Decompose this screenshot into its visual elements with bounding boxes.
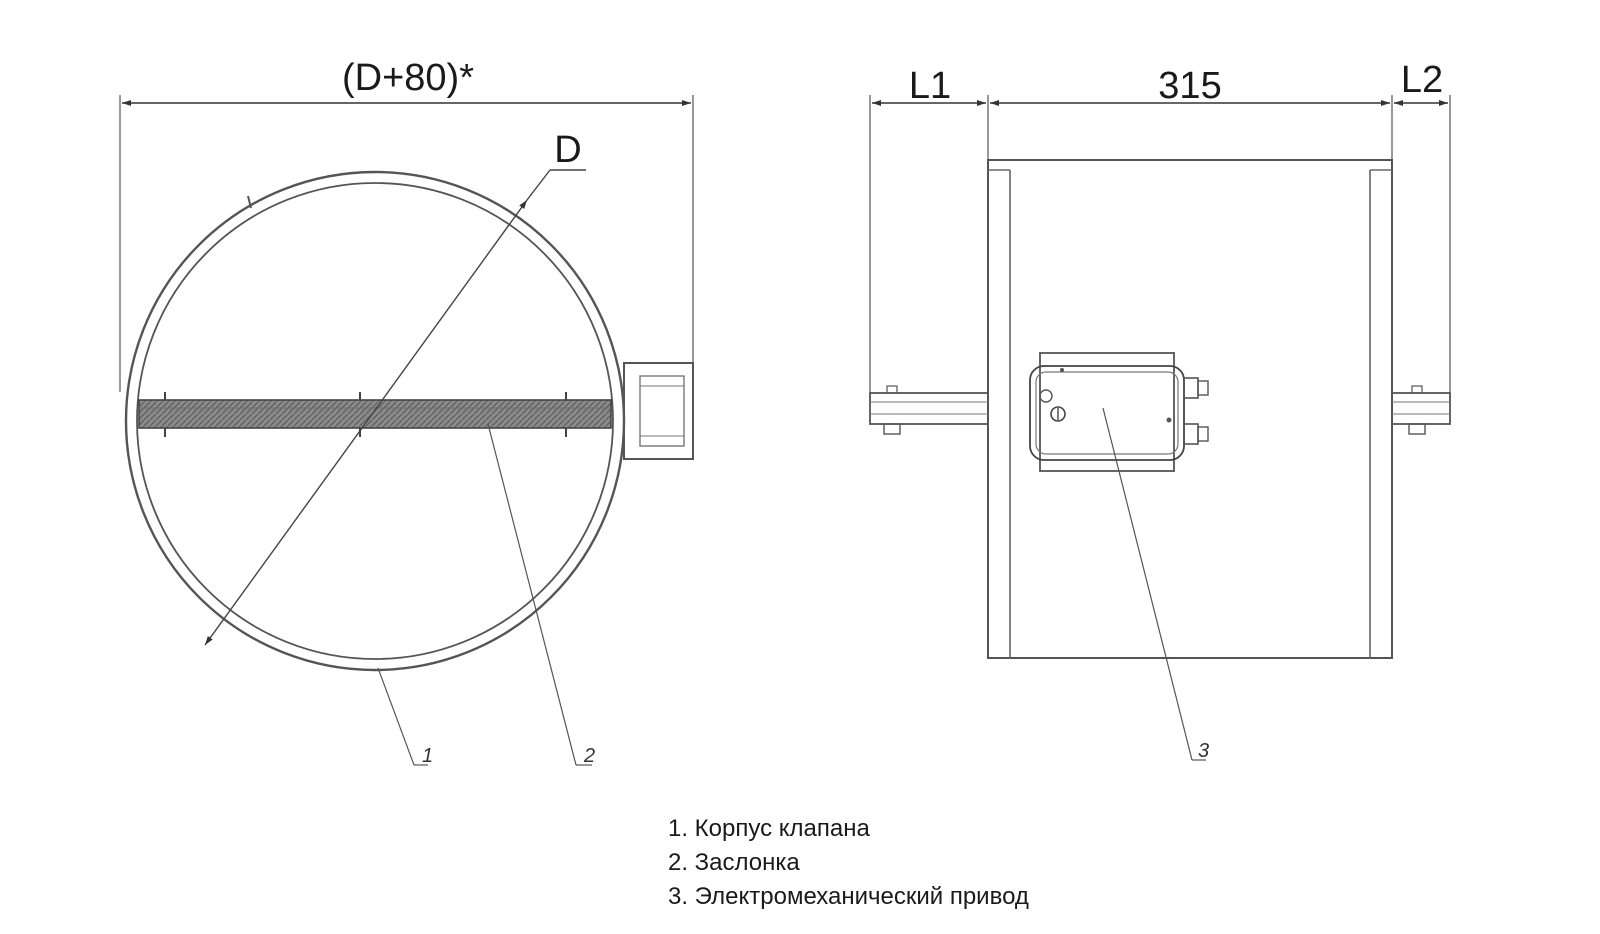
diameter-dimension: D — [204, 129, 586, 646]
right-shaft — [1391, 385, 1451, 435]
parts-legend: 1. Корпус клапана 2. Заслонка 3. Электро… — [668, 812, 1029, 914]
overall-width-dimension: (D+80)* — [119, 57, 694, 392]
callout-2: 2 — [487, 423, 595, 767]
valve-body-side — [987, 159, 1393, 659]
legend-item-damper: 2. Заслонка — [668, 849, 800, 876]
callout-1-label: 1 — [422, 745, 433, 767]
l1-label: L1 — [909, 65, 951, 107]
damper-blade — [138, 392, 612, 437]
callout-2-label: 2 — [583, 745, 595, 767]
l1-dimension: L1 — [872, 65, 986, 107]
left-shaft — [869, 385, 989, 435]
body-length-dimension: 315 — [990, 65, 1390, 107]
diameter-label: D — [554, 129, 581, 171]
l2-label: L2 — [1401, 59, 1443, 101]
legend-item-valve-body: 1. Корпус клапана — [668, 815, 870, 842]
callout-3-label: 3 — [1198, 740, 1209, 762]
shaft-housing — [623, 362, 694, 460]
overall-width-label: (D+80)* — [342, 57, 474, 99]
legend-item-actuator: 3. Электромеханический привод — [668, 883, 1029, 910]
front-view: (D+80)* — [119, 57, 694, 767]
body-length-label: 315 — [1158, 65, 1221, 107]
callout-1: 1 — [377, 667, 433, 767]
side-view: L1 315 L2 — [869, 59, 1451, 762]
callout-3: 3 — [1102, 407, 1209, 762]
l2-dimension: L2 — [1394, 59, 1448, 106]
electromechanical-actuator — [1029, 352, 1209, 472]
